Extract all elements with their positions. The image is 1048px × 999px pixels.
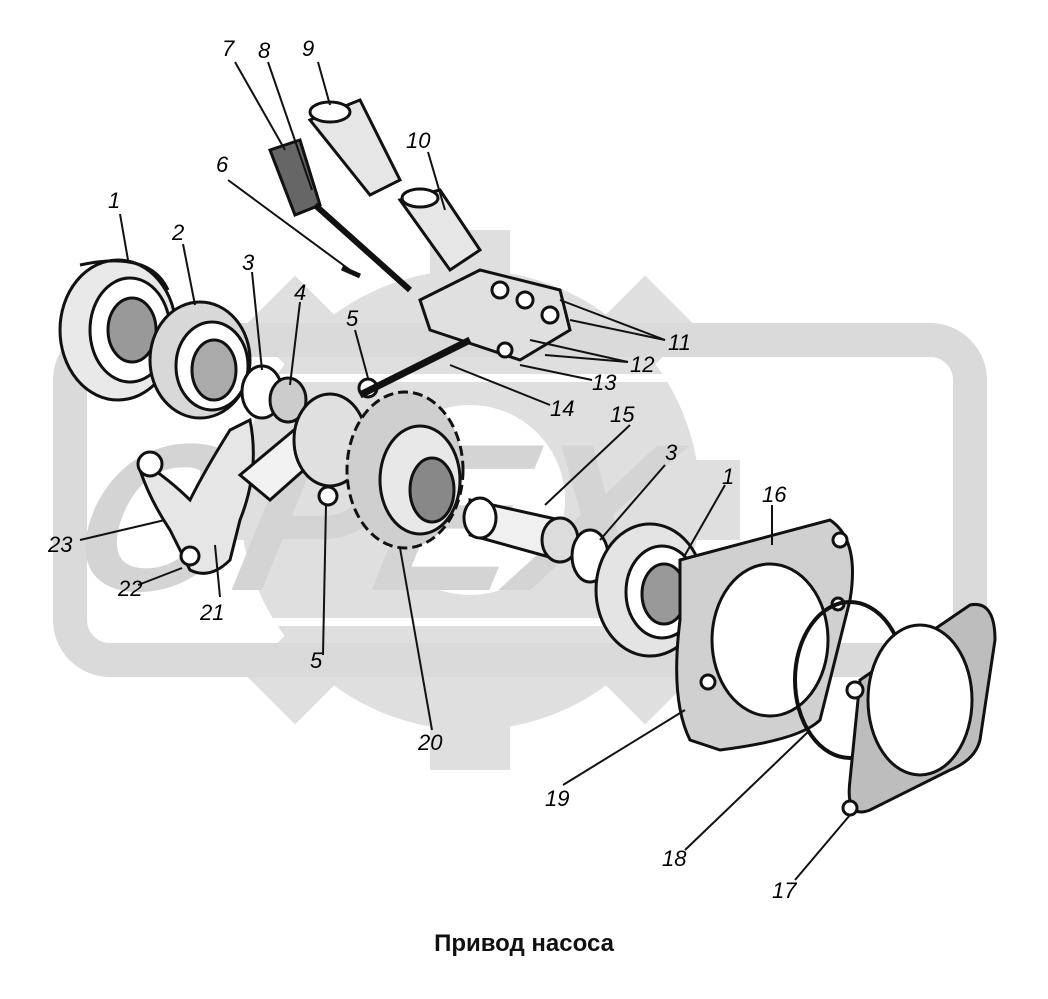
callout-21: 21 — [199, 600, 224, 625]
housing-flange — [675, 518, 854, 752]
bushing — [268, 376, 308, 424]
callout-11: 11 — [668, 330, 691, 355]
callout-12: 12 — [630, 352, 654, 377]
callout-18: 18 — [662, 846, 687, 871]
callout-23: 23 — [47, 532, 73, 557]
callout-13: 13 — [592, 370, 617, 395]
callout-labels: 1 2 3 4 5 5 6 7 8 9 10 11 12 13 14 15 3 … — [47, 36, 797, 903]
gear-20 — [345, 390, 465, 550]
callout-2: 2 — [171, 220, 184, 245]
callout-1-left: 1 — [108, 188, 120, 213]
bearing-right — [594, 522, 706, 658]
callout-1-right: 1 — [722, 464, 734, 489]
callout-17: 17 — [772, 878, 797, 903]
callout-6: 6 — [216, 152, 229, 177]
callout-9: 9 — [302, 36, 314, 61]
drive-shaft — [462, 496, 580, 564]
callout-14: 14 — [550, 396, 574, 421]
callout-22: 22 — [117, 576, 142, 601]
callout-5-bottom: 5 — [310, 648, 323, 673]
pin — [340, 265, 362, 279]
callout-3-right: 3 — [665, 440, 678, 465]
spring-rod — [268, 138, 413, 293]
callout-3-left: 3 — [242, 250, 255, 275]
callout-7: 7 — [222, 36, 235, 61]
sleeves-top — [307, 98, 483, 273]
diagram-caption: Привод насоса — [434, 930, 614, 957]
parts — [58, 98, 997, 817]
callout-8: 8 — [258, 38, 271, 63]
callout-19: 19 — [545, 786, 569, 811]
gasket-plate — [841, 602, 997, 817]
bearing-cup — [148, 300, 252, 420]
callout-15: 15 — [610, 402, 635, 427]
callout-4: 4 — [294, 280, 306, 305]
callout-10: 10 — [406, 128, 431, 153]
callout-16: 16 — [762, 482, 787, 507]
lever-bracket — [358, 268, 572, 399]
leader-lines — [79, 61, 851, 881]
callout-20: 20 — [417, 730, 443, 755]
callout-5-top: 5 — [346, 306, 359, 331]
